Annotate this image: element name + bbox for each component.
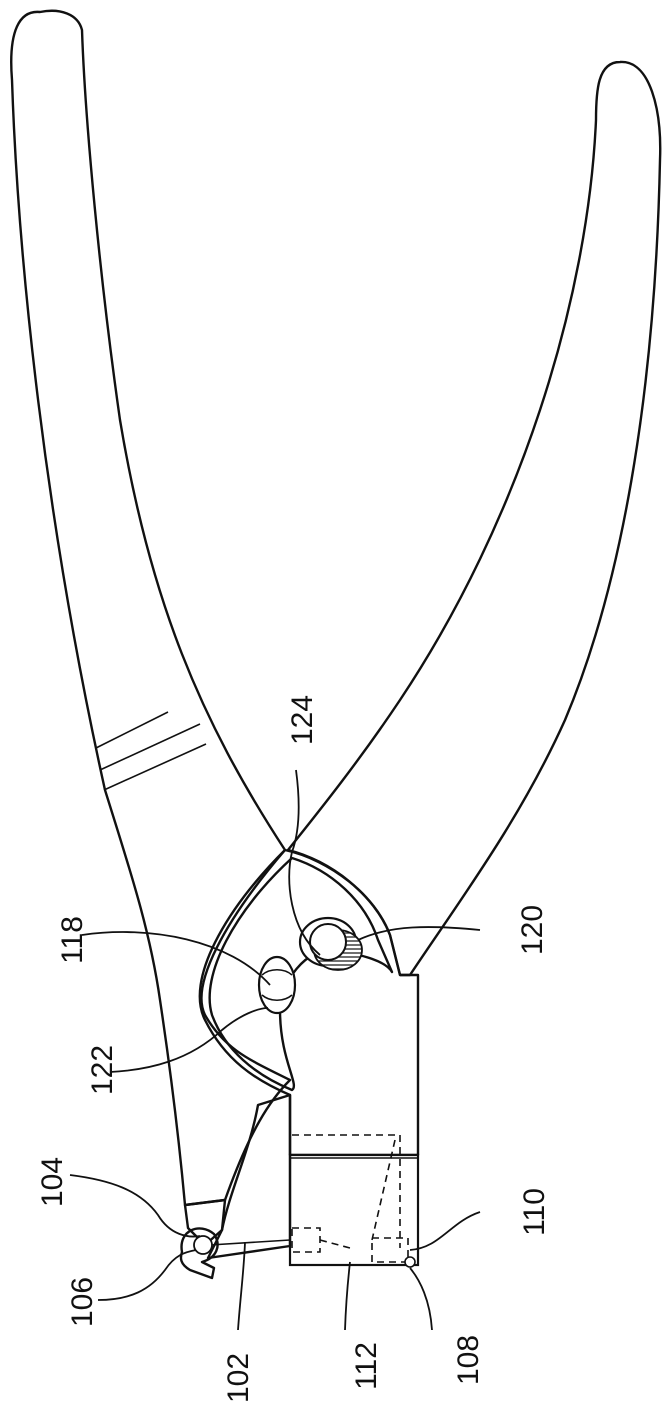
reference-labels: 124 118 120 122 104 110 106 102 112 108 xyxy=(36,695,551,1403)
ref-label-106: 106 xyxy=(66,1277,99,1327)
ref-label-108: 108 xyxy=(452,1335,485,1385)
jaw-arm xyxy=(185,1095,290,1258)
ref-label-112: 112 xyxy=(350,1342,383,1390)
right-handle xyxy=(288,62,660,975)
handle-grip-lines xyxy=(96,712,206,790)
pivot-head xyxy=(200,850,418,1155)
ref-label-124: 124 xyxy=(286,695,319,745)
pivot-pin-118 xyxy=(259,957,295,1013)
ref-label-104: 104 xyxy=(36,1157,69,1207)
ref-label-110: 110 xyxy=(518,1188,551,1236)
ref-label-102: 102 xyxy=(222,1353,255,1403)
ref-label-118: 118 xyxy=(56,916,89,964)
die-block-112 xyxy=(290,1135,418,1267)
ref-label-122: 122 xyxy=(86,1045,119,1095)
ref-label-120: 120 xyxy=(516,905,549,955)
left-handle xyxy=(11,11,290,1205)
